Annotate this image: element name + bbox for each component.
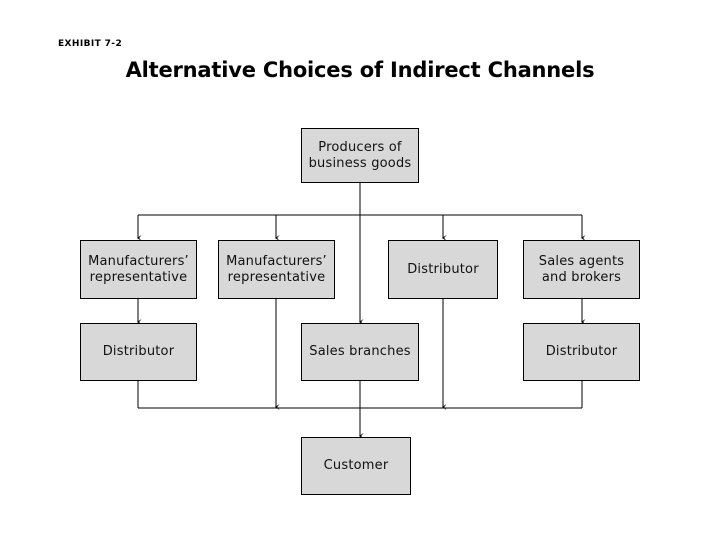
node-distributor-middle[interactable]: Distributor	[388, 240, 498, 299]
node-sales-agents-and-brokers-label: Sales agents and brokers	[538, 253, 625, 285]
node-distributor-middle-label: Distributor	[407, 261, 479, 277]
node-manufacturers-representative-2-label: Manufacturers’ representative	[226, 253, 327, 285]
node-customer[interactable]: Customer	[301, 437, 411, 495]
node-producers[interactable]: Producers of business goods	[301, 128, 419, 183]
node-manufacturers-representative-2[interactable]: Manufacturers’ representative	[218, 240, 335, 299]
node-sales-branches[interactable]: Sales branches	[301, 323, 419, 381]
page-title: Alternative Choices of Indirect Channels	[125, 58, 595, 82]
node-distributor-right[interactable]: Distributor	[523, 323, 640, 381]
node-customer-label: Customer	[323, 458, 389, 474]
node-distributor-left-label: Distributor	[102, 344, 175, 360]
node-distributor-right-label: Distributor	[545, 344, 618, 360]
node-manufacturers-representative-1[interactable]: Manufacturers’ representative	[80, 240, 197, 299]
node-sales-agents-and-brokers[interactable]: Sales agents and brokers	[523, 240, 640, 299]
node-distributor-left[interactable]: Distributor	[80, 323, 197, 381]
node-manufacturers-representative-1-label: Manufacturers’ representative	[88, 253, 189, 285]
node-sales-branches-label: Sales branches	[309, 344, 411, 360]
node-producers-label: Producers of business goods	[308, 139, 412, 171]
exhibit-label: EXHIBIT 7-2	[58, 39, 123, 49]
